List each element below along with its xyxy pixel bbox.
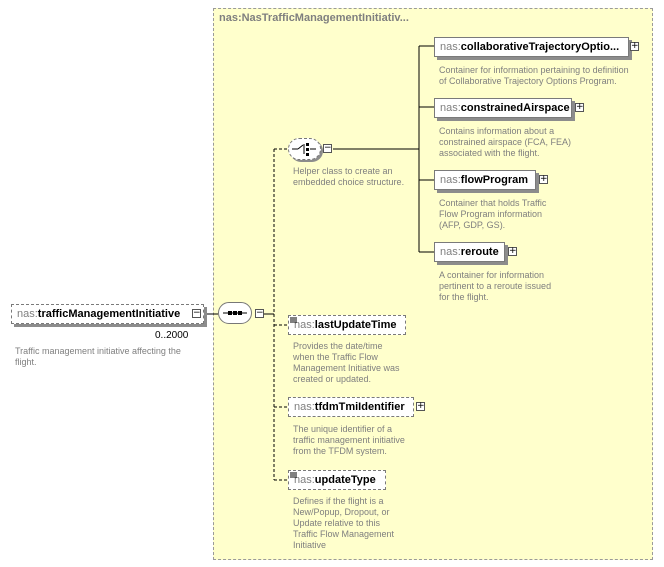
description-flowProgram: Container that holds Traffic Flow Progra… bbox=[439, 198, 547, 230]
element-tfdmTmiIdentifier[interactable]: nas:tfdmTmiIdentifier bbox=[288, 397, 414, 417]
expand-toggle-collaborativeTrajectoryOptions[interactable]: + bbox=[630, 41, 639, 51]
choice-icon bbox=[292, 143, 316, 156]
expand-toggle-constrainedAirspace[interactable]: + bbox=[575, 102, 584, 112]
expand-toggle-flowProgram[interactable]: + bbox=[539, 174, 548, 184]
element-flowProgram[interactable]: nas:flowProgram bbox=[434, 170, 536, 190]
description-tfdmTmiIdentifier: The unique identifier of a traffic manag… bbox=[293, 424, 405, 456]
element-prefix: nas: bbox=[440, 246, 461, 258]
root-element-trafficManagementInitiative[interactable]: nas:trafficManagementInitiative bbox=[11, 304, 204, 324]
element-prefix: nas: bbox=[294, 401, 315, 413]
description-constrainedAirspace: Contains information about a constrained… bbox=[439, 126, 572, 158]
description-lastUpdateTime: Provides the date/time when the Traffic … bbox=[293, 341, 400, 384]
sequence-collapse-toggle[interactable]: − bbox=[255, 308, 264, 318]
expand-toggle-tfdmTmiIdentifier[interactable]: + bbox=[416, 401, 425, 411]
element-prefix: nas: bbox=[294, 319, 315, 331]
choice-description: Helper class to create an embedded choic… bbox=[293, 166, 405, 187]
element-name: updateType bbox=[314, 474, 376, 486]
element-constrainedAirspace[interactable]: nas:constrainedAirspace bbox=[434, 98, 572, 118]
element-name: tfdmTmiIdentifier bbox=[314, 401, 405, 413]
description-reroute: A container for information pertinent to… bbox=[439, 270, 552, 302]
complex-type-title: nas:NasTrafficManagementInitiativ... bbox=[219, 12, 409, 24]
root-occurrence: 0..2000 bbox=[155, 330, 189, 341]
sequence-icon bbox=[223, 311, 247, 315]
element-reroute[interactable]: nas:reroute bbox=[434, 242, 505, 262]
element-updateType[interactable]: nas:updateType bbox=[288, 470, 386, 490]
root-name: trafficManagementInitiative bbox=[37, 308, 181, 320]
element-name: flowProgram bbox=[460, 174, 529, 186]
choice-collapse-toggle[interactable]: − bbox=[323, 143, 332, 153]
element-name: constrainedAirspace bbox=[460, 102, 570, 114]
root-collapse-toggle[interactable]: − bbox=[192, 308, 201, 318]
complex-type-box bbox=[213, 8, 653, 560]
element-name: collaborativeTrajectoryOptio... bbox=[460, 41, 620, 53]
element-name: reroute bbox=[460, 246, 499, 258]
description-collaborativeTrajectoryOptions: Container for information pertaining to … bbox=[439, 65, 629, 86]
expand-toggle-reroute[interactable]: + bbox=[508, 246, 517, 256]
sequence-compositor-icon[interactable] bbox=[218, 302, 252, 324]
root-prefix: nas: bbox=[17, 308, 38, 320]
element-prefix: nas: bbox=[440, 174, 461, 186]
simple-type-lines-icon bbox=[290, 472, 297, 478]
choice-compositor-icon[interactable] bbox=[288, 138, 321, 160]
element-prefix: nas: bbox=[440, 41, 461, 53]
root-description: Traffic management initiative affecting … bbox=[15, 346, 181, 367]
element-prefix: nas: bbox=[440, 102, 461, 114]
element-collaborativeTrajectoryOptions[interactable]: nas:collaborativeTrajectoryOptio... bbox=[434, 37, 629, 57]
element-prefix: nas: bbox=[294, 474, 315, 486]
element-name: lastUpdateTime bbox=[314, 319, 397, 331]
simple-type-lines-icon bbox=[290, 317, 297, 323]
description-updateType: Defines if the flight is a New/Popup, Dr… bbox=[293, 496, 395, 550]
element-lastUpdateTime[interactable]: nas:lastUpdateTime bbox=[288, 315, 406, 335]
